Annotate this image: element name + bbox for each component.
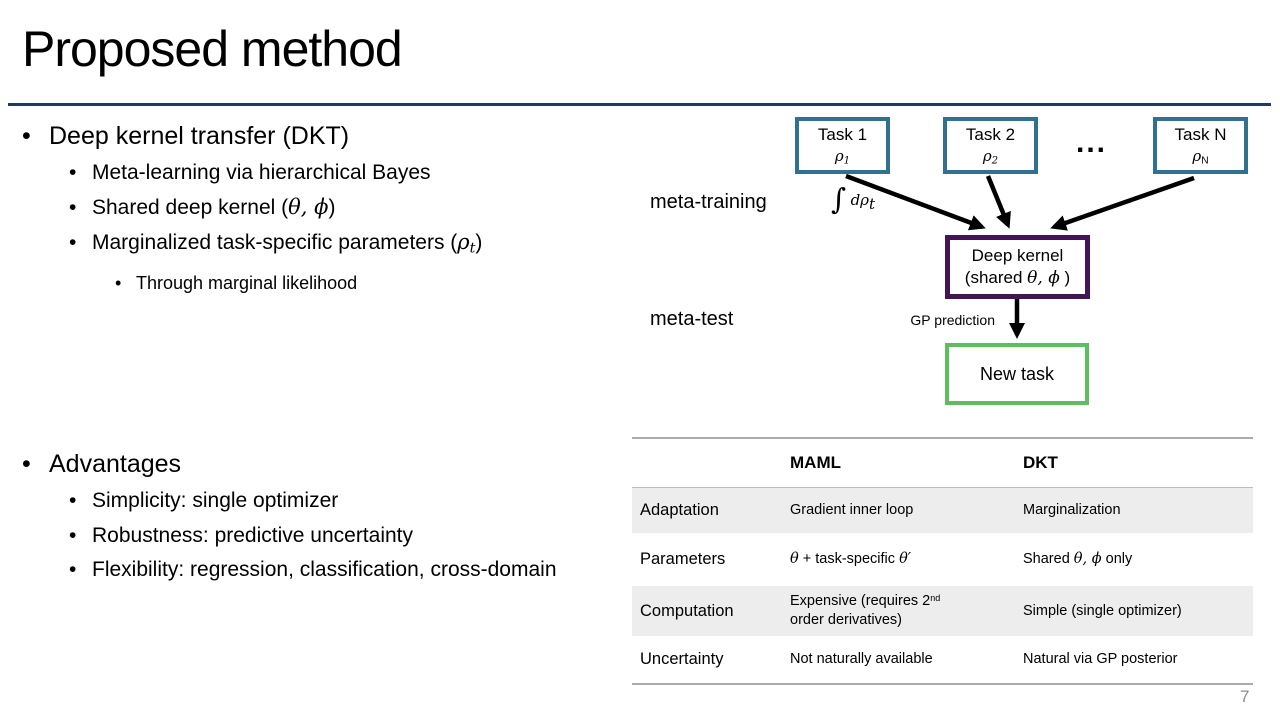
table-row-uncertainty: Uncertainty Not naturally available Natu… (640, 650, 1178, 668)
comparison-table: MAML DKT Adaptation Gradient inner loop … (632, 437, 1253, 685)
math-theta-prime: θ′ (899, 551, 912, 568)
bullet-subitem: Through marginal likelihood (115, 267, 622, 299)
integral-annotation: ∫ dρt (831, 182, 876, 216)
bullet-item: Simplicity: single optimizer (69, 483, 622, 518)
page-number: 7 (1240, 687, 1250, 706)
math-theta-phi: θ, ϕ (288, 195, 329, 219)
page-title: Proposed method (22, 21, 403, 77)
superscript-nd: nd (930, 593, 941, 604)
table-header-dkt: DKT (1023, 453, 1058, 472)
taskN-box: Task N ρN (1153, 117, 1248, 174)
table-header-maml: MAML (790, 453, 841, 472)
bullet-heading-dkt: Deep kernel transfer (DKT) (22, 118, 622, 155)
arrow-task2-to-kernel (985, 175, 1011, 229)
bullet-item: Shared deep kernel (θ, ϕ) (69, 190, 622, 225)
bullet-section-dkt: Deep kernel transfer (DKT) Meta-learning… (22, 118, 622, 299)
task1-box: Task 1 ρ1 (795, 117, 890, 174)
title-divider (8, 103, 1271, 106)
deep-kernel-box: Deep kernel (shared θ, ϕ ) (945, 235, 1090, 299)
table-row-computation: Computation Expensive (requires 2nd orde… (632, 586, 1253, 636)
bullet-item: Meta-learning via hierarchical Bayes (69, 155, 622, 190)
math-theta-phi-table: θ, ϕ (1073, 551, 1102, 568)
arrow-task1-to-kernel (845, 173, 986, 231)
math-theta-phi-shared: θ, ϕ (1027, 268, 1060, 288)
table-header-row: MAML DKT (632, 439, 1253, 488)
bullet-item: Robustness: predictive uncertainty (69, 518, 622, 553)
task2-box: Task 2 ρ2 (943, 117, 1038, 174)
math-rho-sub: t (469, 240, 476, 257)
bullet-item: Flexibility: regression, classification,… (69, 553, 597, 587)
math-rho1: ρ (834, 147, 844, 165)
bullet-item: Marginalized task-specific parameters (ρ… (69, 225, 622, 267)
arrow-taskN-to-kernel (1050, 175, 1195, 231)
math-theta: θ (790, 551, 799, 568)
ellipsis-dots: ... (1076, 126, 1108, 159)
meta-test-label: meta-test (650, 308, 734, 330)
new-task-box: New task (945, 343, 1089, 405)
math-rho2: ρ (982, 147, 992, 165)
bullet-section-advantages: Advantages Simplicity: single optimizer … (22, 446, 622, 587)
math-rhoN: ρ (1192, 147, 1202, 165)
diagram-arrows (845, 173, 1195, 339)
meta-training-label: meta-training (650, 191, 767, 213)
table-row-adaptation: Adaptation Gradient inner loop Marginali… (632, 488, 1253, 533)
bullet-heading-advantages: Advantages (22, 446, 622, 483)
gp-prediction-label: GP prediction (910, 312, 995, 328)
math-rho: ρ (457, 230, 470, 254)
table-row-parameters: Parameters θ + task-specific θ′ Shared θ… (640, 550, 1133, 568)
